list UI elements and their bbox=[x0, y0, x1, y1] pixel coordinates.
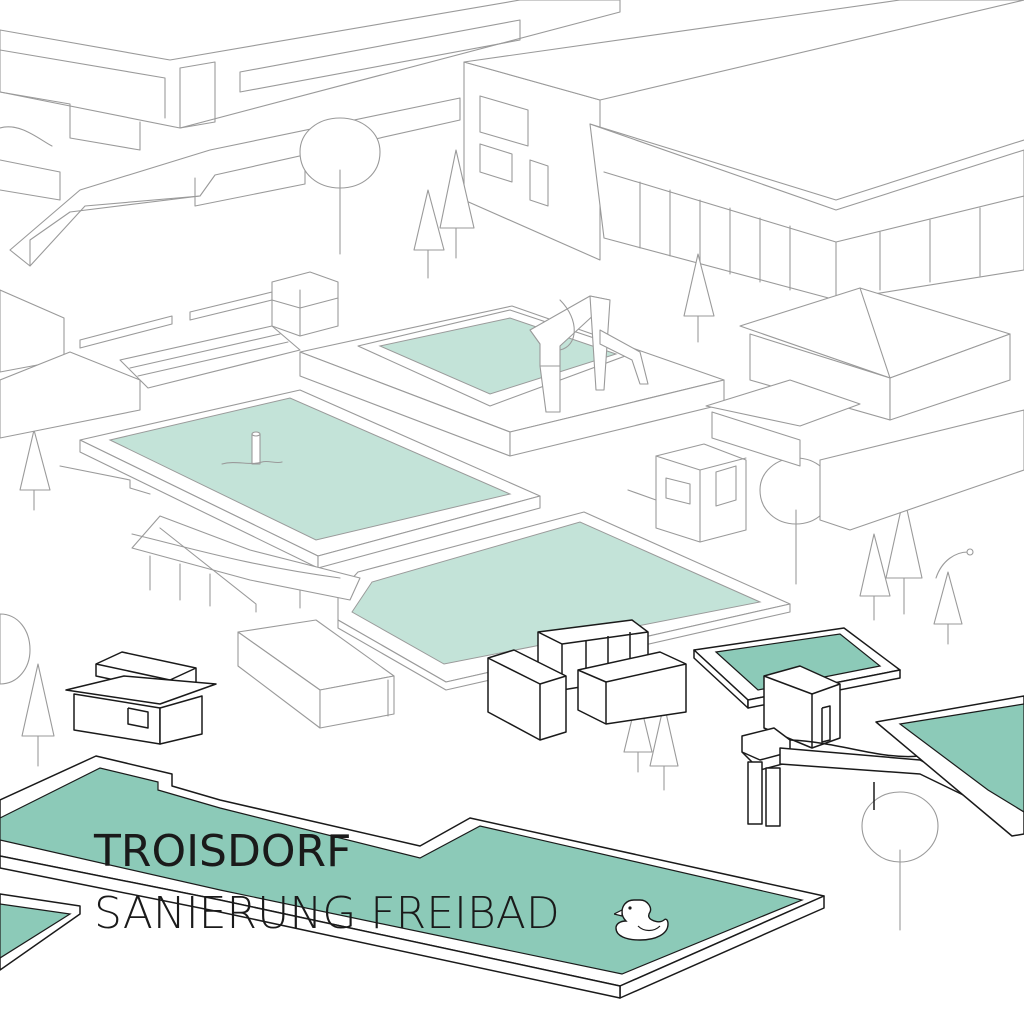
small-pavilion-roof bbox=[705, 379, 861, 427]
tree-cone bbox=[885, 495, 923, 615]
tree-cone bbox=[859, 533, 891, 621]
building-center-right-roof bbox=[463, 0, 1024, 101]
kiosk-tower bbox=[271, 271, 339, 337]
jump-pole bbox=[221, 431, 283, 465]
building-top-left bbox=[0, 0, 621, 129]
pavilion-body-right bbox=[889, 333, 1011, 421]
left-facilities bbox=[0, 271, 339, 495]
bench-b bbox=[189, 291, 273, 321]
pool-far-right bbox=[875, 695, 1024, 837]
foreground-pool bbox=[0, 755, 825, 999]
building-window-c bbox=[529, 159, 549, 207]
foreground-pool-deck-side-left bbox=[0, 855, 621, 999]
background-buildings bbox=[0, 0, 1024, 301]
tree-cone bbox=[649, 703, 679, 791]
building-left-slab-line bbox=[194, 159, 306, 207]
tree-cone bbox=[439, 149, 475, 259]
bleacher-step-line bbox=[137, 341, 289, 377]
building-top-left-band bbox=[179, 61, 216, 129]
lap-pool-water bbox=[351, 521, 762, 665]
slide-pool-platform bbox=[299, 295, 725, 457]
small-pavilion-body bbox=[711, 411, 801, 467]
building-window-a bbox=[479, 95, 529, 147]
lap-pool-deck-side bbox=[337, 603, 791, 691]
building-left-slab-line2 bbox=[29, 195, 201, 267]
walkway-supports bbox=[149, 555, 301, 609]
pavilion-ridge bbox=[859, 287, 891, 379]
rubber-duck-icon bbox=[614, 899, 669, 941]
tree-round bbox=[0, 613, 31, 685]
building-right-wing-mullions bbox=[639, 181, 981, 301]
building-window-b bbox=[479, 143, 513, 183]
walkway-curve bbox=[131, 533, 341, 579]
cube-hut-window bbox=[665, 477, 691, 505]
walkway-stair bbox=[159, 527, 257, 613]
tree-cone bbox=[19, 429, 51, 511]
stacked-house bbox=[65, 651, 217, 745]
tree-round bbox=[861, 791, 939, 931]
title-project: SANIERUNG FREIBAD bbox=[94, 888, 560, 939]
building-left-path bbox=[0, 126, 53, 147]
cube-hut-window2 bbox=[715, 465, 737, 507]
foreground-pool-water bbox=[0, 767, 804, 975]
main-pool-water bbox=[108, 397, 512, 541]
main-pool-deck-side2 bbox=[317, 495, 541, 569]
bench-a bbox=[79, 315, 173, 349]
cube-hut bbox=[655, 443, 747, 543]
slide-bridge-right bbox=[741, 727, 991, 827]
trees-background bbox=[0, 117, 974, 931]
bleacher-step-line bbox=[129, 333, 281, 369]
lap-pool bbox=[337, 511, 791, 691]
box-cluster bbox=[487, 619, 687, 741]
tree-cone bbox=[683, 253, 715, 343]
right-buildings bbox=[627, 287, 1024, 543]
building-top-left-lower bbox=[0, 91, 141, 151]
small-pool-right bbox=[693, 627, 901, 709]
tree-cone bbox=[413, 189, 445, 279]
left-edge-steps bbox=[59, 465, 151, 495]
building-left-slab bbox=[9, 97, 461, 267]
water-slide-tower bbox=[529, 295, 649, 413]
tree-cone bbox=[21, 663, 55, 767]
tree-round bbox=[299, 117, 381, 255]
storage-right bbox=[319, 675, 395, 729]
storage-building bbox=[237, 619, 395, 729]
cube-hut-slab bbox=[627, 489, 657, 501]
long-low-building bbox=[819, 409, 1024, 531]
pool-bottom-left bbox=[0, 893, 81, 971]
main-pool bbox=[79, 389, 541, 569]
walkway-deck bbox=[131, 515, 361, 601]
title-city: TROISDORF bbox=[94, 826, 352, 877]
building-right-wing-roofline bbox=[589, 123, 1024, 201]
bleacher-steps bbox=[119, 325, 301, 389]
pump-house bbox=[763, 665, 841, 749]
building-top-left-window bbox=[239, 19, 521, 93]
left-low-building bbox=[0, 351, 141, 439]
building-top-left-edge bbox=[0, 49, 166, 119]
tree-cone bbox=[623, 693, 653, 773]
tree-cone-santa-hat bbox=[933, 548, 974, 645]
building-left-road bbox=[0, 159, 61, 201]
walkway-left bbox=[131, 515, 361, 613]
